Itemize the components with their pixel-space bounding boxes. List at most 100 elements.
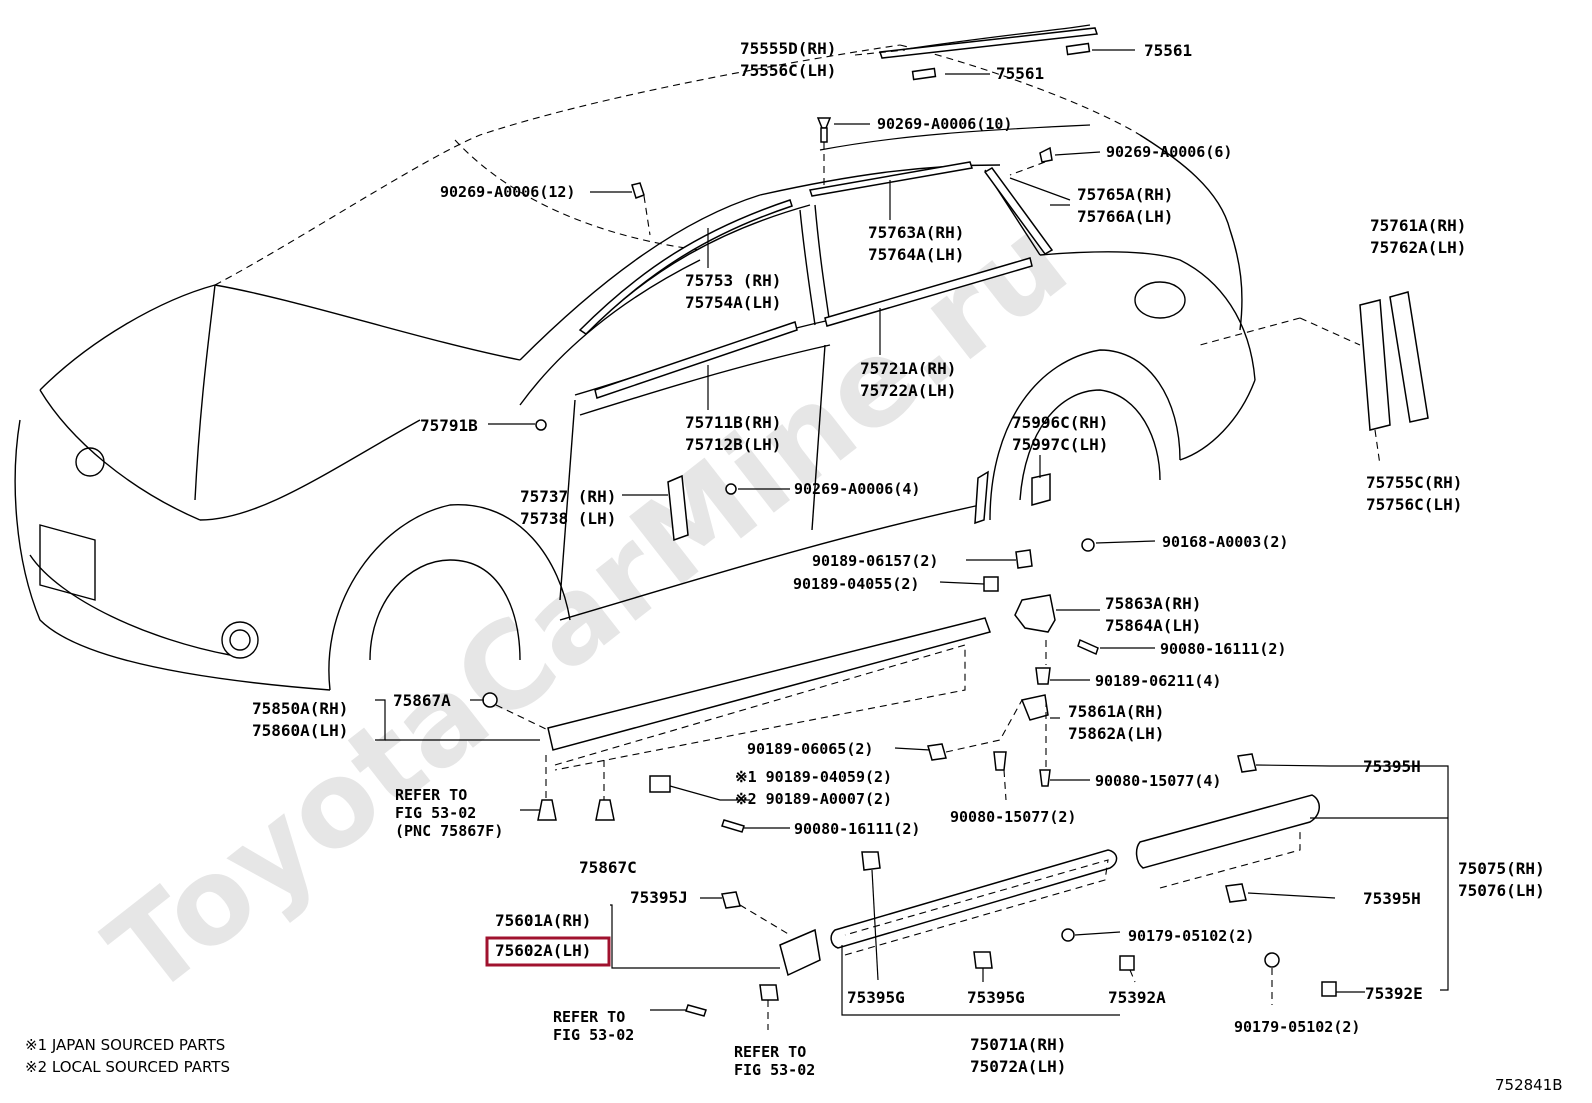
label-75556c: 75556C(LH) bbox=[740, 61, 836, 80]
label-75765a: 75765A(RH) bbox=[1077, 185, 1173, 204]
roof-clip-right bbox=[1065, 42, 1091, 56]
label-75395j: 75395J bbox=[630, 888, 688, 907]
label-75766a: 75766A(LH) bbox=[1077, 207, 1173, 226]
label-90080-16111-bottom: 90080-16111(2) bbox=[794, 820, 920, 838]
bracket-75861 bbox=[1020, 694, 1049, 721]
clip-icon bbox=[595, 799, 615, 821]
clip-icon bbox=[759, 984, 779, 1001]
rear-pillar-moulding-outer bbox=[1359, 299, 1391, 431]
clip-icon bbox=[816, 117, 832, 143]
label-90080-15077-4: 90080-15077(4) bbox=[1095, 772, 1221, 790]
refer-to-label-3: REFER TO bbox=[734, 1043, 806, 1061]
label-75561-left: 75561 bbox=[996, 64, 1044, 83]
front-door-frame-moulding bbox=[578, 199, 793, 335]
label-75861a: 75861A(RH) bbox=[1068, 702, 1164, 721]
label-75863a: 75863A(RH) bbox=[1105, 594, 1201, 613]
label-75601a: 75601A(RH) bbox=[495, 911, 591, 930]
front-fender-moulding bbox=[779, 928, 821, 977]
watermark: ToyotaCarMine.ru bbox=[82, 191, 1092, 1022]
label-75561-right: 75561 bbox=[1144, 41, 1192, 60]
screw-icon bbox=[721, 819, 745, 833]
label-75761a: 75761A(RH) bbox=[1370, 216, 1466, 235]
fasteners bbox=[482, 117, 1337, 1017]
diagram-id: 752841B bbox=[1495, 1076, 1563, 1094]
label-75754a: 75754A(LH) bbox=[685, 293, 781, 312]
clip-icon bbox=[1061, 928, 1075, 942]
clip-icon bbox=[1264, 952, 1280, 968]
label-75755c: 75755C(RH) bbox=[1366, 473, 1462, 492]
label-75395g-a: 75395G bbox=[847, 988, 905, 1007]
label-75722a: 75722A(LH) bbox=[860, 381, 956, 400]
label-75864a: 75864A(LH) bbox=[1105, 616, 1201, 635]
label-90179-05102-b: 90179-05102(2) bbox=[1234, 1018, 1360, 1036]
clip-icon bbox=[927, 743, 947, 761]
clip-icon bbox=[1237, 753, 1257, 773]
label-75392a: 75392A bbox=[1108, 988, 1166, 1007]
label-75075: 75075(RH) bbox=[1458, 859, 1545, 878]
label-75867c: 75867C bbox=[579, 858, 637, 877]
label-75711b: 75711B(RH) bbox=[685, 413, 781, 432]
label-90179-05102-a: 90179-05102(2) bbox=[1128, 927, 1254, 945]
rear-belt-moulding bbox=[824, 257, 1033, 327]
roof-moulding bbox=[878, 27, 1099, 59]
refer-to-label-1: REFER TO bbox=[395, 786, 467, 804]
part-labels: 75555D(RH) 75556C(LH) 75561 75561 90269-… bbox=[252, 39, 1545, 1079]
label-75071a: 75071A(RH) bbox=[970, 1035, 1066, 1054]
bracket-75863 bbox=[1014, 594, 1056, 633]
label-75555d: 75555D(RH) bbox=[740, 39, 836, 58]
label-90269-a0006-4: 90269-A0006(4) bbox=[794, 480, 920, 498]
label-75756c: 75756C(LH) bbox=[1366, 495, 1462, 514]
clip-icon bbox=[649, 775, 671, 793]
label-75076: 75076(LH) bbox=[1458, 881, 1545, 900]
label-75753: 75753 (RH) bbox=[685, 271, 781, 290]
label-75764a: 75764A(LH) bbox=[868, 245, 964, 264]
label-90269-a0006-12: 90269-A0006(12) bbox=[440, 183, 575, 201]
clip-icon bbox=[1321, 981, 1337, 997]
refer-to-fig-label-1: FIG 53-02 bbox=[395, 804, 476, 822]
roof-clip-left bbox=[911, 67, 937, 81]
rear-pillar-moulding-inner bbox=[1389, 291, 1429, 423]
refer-to-fig-label-2: FIG 53-02 bbox=[553, 1026, 634, 1044]
refer-to-label-2: REFER TO bbox=[553, 1008, 625, 1026]
label-90189-06157: 90189-06157(2) bbox=[812, 552, 938, 570]
quarter-label bbox=[1031, 473, 1051, 506]
screw-icon bbox=[993, 751, 1007, 771]
label-75996c: 75996C(RH) bbox=[1012, 413, 1108, 432]
note-japan-sourced: ※1 JAPAN SOURCED PARTS bbox=[25, 1036, 225, 1054]
label-90189-06211: 90189-06211(4) bbox=[1095, 672, 1221, 690]
label-75867a: 75867A bbox=[393, 691, 451, 710]
rear-quarter-garnish bbox=[974, 470, 989, 525]
rear-window-side-moulding bbox=[983, 167, 1054, 255]
clip-icon bbox=[1039, 146, 1053, 163]
refer-to-fig-label-3: FIG 53-02 bbox=[734, 1061, 815, 1079]
label-90189-a0007: ※2 90189-A0007(2) bbox=[735, 790, 892, 808]
label-75602a: 75602A(LH) bbox=[495, 941, 591, 960]
label-75762a: 75762A(LH) bbox=[1370, 238, 1466, 257]
label-90189-06065: 90189-06065(2) bbox=[747, 740, 873, 758]
label-75392e: 75392E bbox=[1365, 984, 1423, 1003]
clip-icon bbox=[721, 891, 741, 909]
clip-icon bbox=[482, 692, 498, 708]
label-75072a: 75072A(LH) bbox=[970, 1057, 1066, 1076]
screw-icon bbox=[685, 1004, 707, 1017]
label-90269-a0006-10: 90269-A0006(10) bbox=[877, 115, 1012, 133]
rocker-panel-moulding bbox=[547, 617, 991, 751]
label-90269-a0006-6: 90269-A0006(6) bbox=[1106, 143, 1232, 161]
label-75791b: 75791B bbox=[420, 416, 478, 435]
label-90189-04055: 90189-04055(2) bbox=[793, 575, 919, 593]
label-90080-16111-top: 90080-16111(2) bbox=[1160, 640, 1286, 658]
label-75763a: 75763A(RH) bbox=[868, 223, 964, 242]
label-75738: 75738 (LH) bbox=[520, 509, 616, 528]
screw-icon bbox=[1039, 769, 1051, 787]
clip-icon bbox=[1081, 538, 1095, 552]
label-75395h-mid: 75395H bbox=[1363, 889, 1421, 908]
label-75997c: 75997C(LH) bbox=[1012, 435, 1108, 454]
label-75862a: 75862A(LH) bbox=[1068, 724, 1164, 743]
screw-icon bbox=[1077, 638, 1099, 656]
rear-door-lower-moulding bbox=[1135, 794, 1320, 869]
refer-to-pnc-label: (PNC 75867F) bbox=[395, 822, 503, 840]
front-belt-moulding bbox=[594, 321, 798, 399]
label-75737: 75737 (RH) bbox=[520, 487, 616, 506]
label-90189-04059: ※1 90189-04059(2) bbox=[735, 768, 892, 786]
